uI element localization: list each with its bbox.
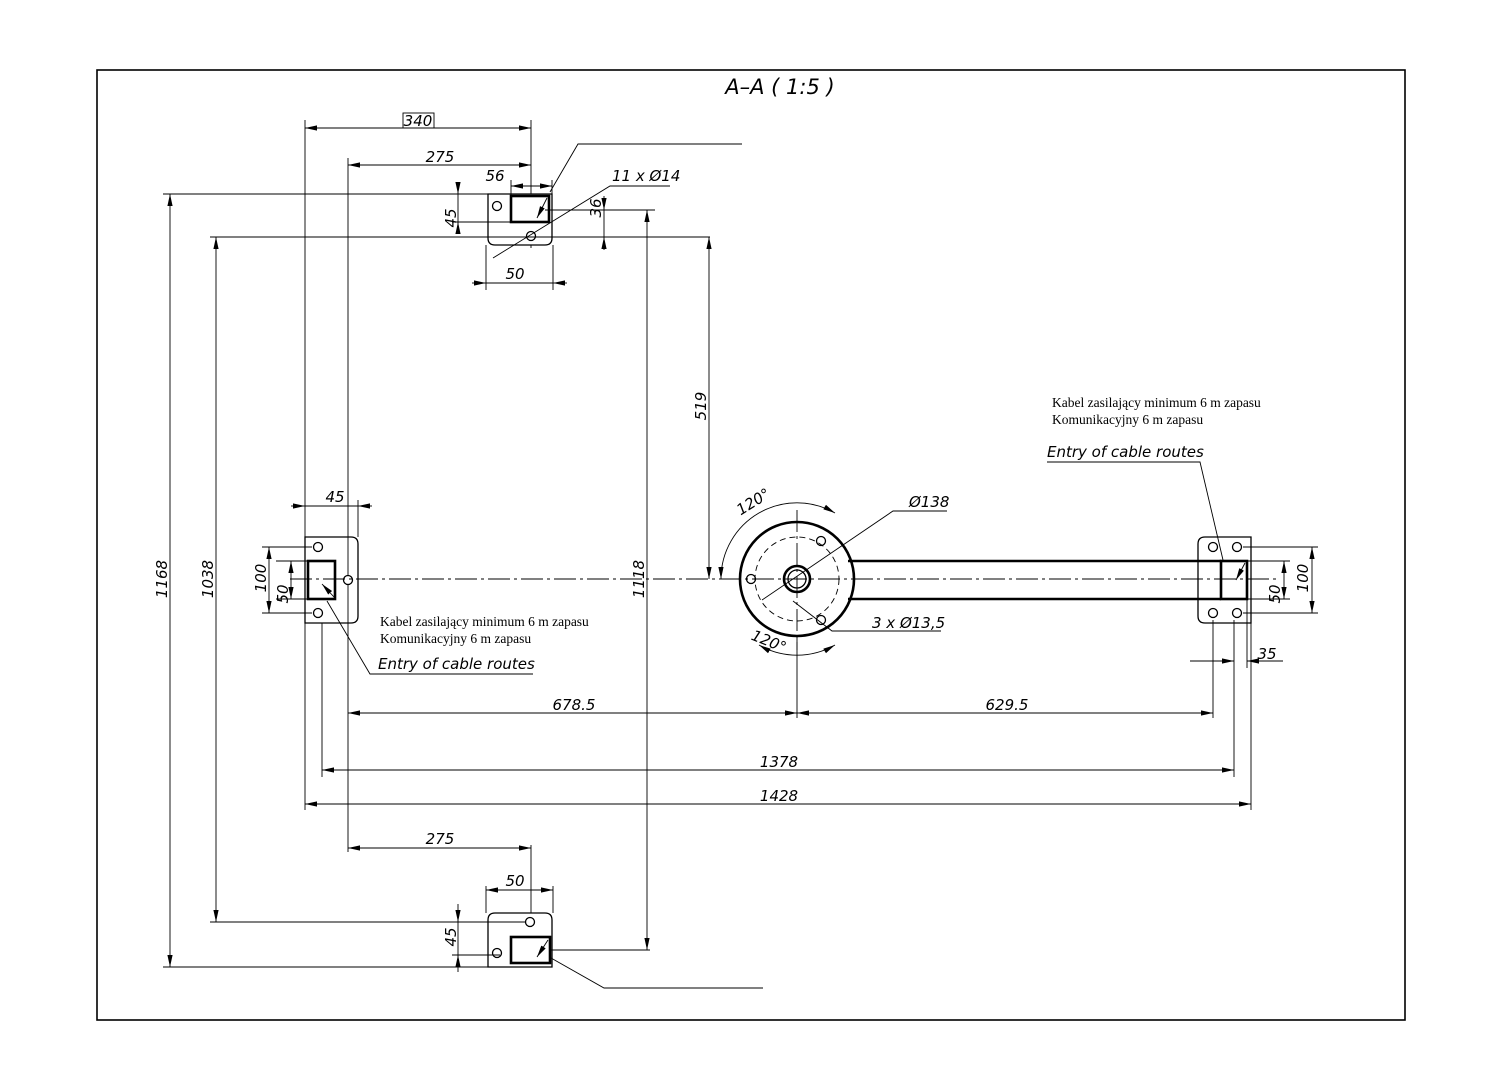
dim-100-right: 100: [1294, 564, 1312, 593]
dim-275-bottom: 275: [426, 830, 455, 848]
dim-120-top: 120°: [733, 485, 773, 519]
dim-1378: 1378: [760, 753, 798, 771]
dim-678-5: 678.5: [553, 696, 596, 714]
dim-1038: 1038: [199, 560, 217, 598]
right-mounting-plate: [1197, 536, 1252, 624]
dim-275-top: 275: [426, 148, 455, 166]
dim-629-5: 629.5: [986, 696, 1029, 714]
note-right-entry: Entry of cable routes: [1047, 443, 1204, 461]
drawing-frame: [96, 69, 1406, 1021]
dim-45-top: 45: [442, 208, 460, 227]
note-right-line2: Komunikacyjny 6 m zapasu: [1052, 412, 1203, 427]
note-left-line1: Kabel zasilający minimum 6 m zapasu: [380, 614, 589, 629]
dim-56: 56: [485, 167, 504, 185]
left-mounting-plate: [304, 536, 359, 624]
dim-50-bottom: 50: [505, 872, 524, 890]
top-mounting-plate: [487, 193, 553, 246]
cable-note-left: Kabel zasilający minimum 6 m zapasu Komu…: [378, 614, 589, 673]
dim-36: 36: [587, 198, 605, 217]
dim-3-holes: 3 x Ø13,5: [872, 614, 945, 632]
dim-1118: 1118: [630, 560, 648, 598]
dim-519: 519: [692, 392, 710, 421]
note-right-line1: Kabel zasilający minimum 6 m zapasu: [1052, 395, 1261, 410]
cable-note-right: Kabel zasilający minimum 6 m zapasu Komu…: [1047, 395, 1261, 461]
section-title: A–A ( 1:5 ): [723, 75, 834, 99]
dim-11-holes: 11 x Ø14: [612, 167, 680, 185]
dim-dia-138: Ø138: [908, 493, 949, 511]
dim-50-top: 50: [505, 265, 524, 283]
dim-35: 35: [1257, 645, 1276, 663]
dim-340: 340: [404, 112, 433, 130]
dim-50-right: 50: [1266, 584, 1284, 603]
dim-50-left: 50: [274, 584, 292, 603]
dim-1428: 1428: [760, 787, 798, 805]
dim-45-left: 45: [325, 488, 344, 506]
dimension-lines: [167, 125, 1315, 972]
dim-340-box: [402, 112, 435, 129]
dim-1168: 1168: [153, 560, 171, 598]
extension-lines: [163, 120, 1318, 968]
cable-arm: [848, 559, 1221, 601]
note-left-entry: Entry of cable routes: [378, 655, 535, 673]
dim-45-bottom: 45: [442, 927, 460, 946]
dim-120-bottom: 120°: [749, 626, 789, 656]
bottom-mounting-plate: [487, 912, 553, 968]
note-left-line2: Komunikacyjny 6 m zapasu: [380, 631, 531, 646]
leader-lines: [326, 143, 1224, 989]
dim-100-left: 100: [252, 564, 270, 593]
